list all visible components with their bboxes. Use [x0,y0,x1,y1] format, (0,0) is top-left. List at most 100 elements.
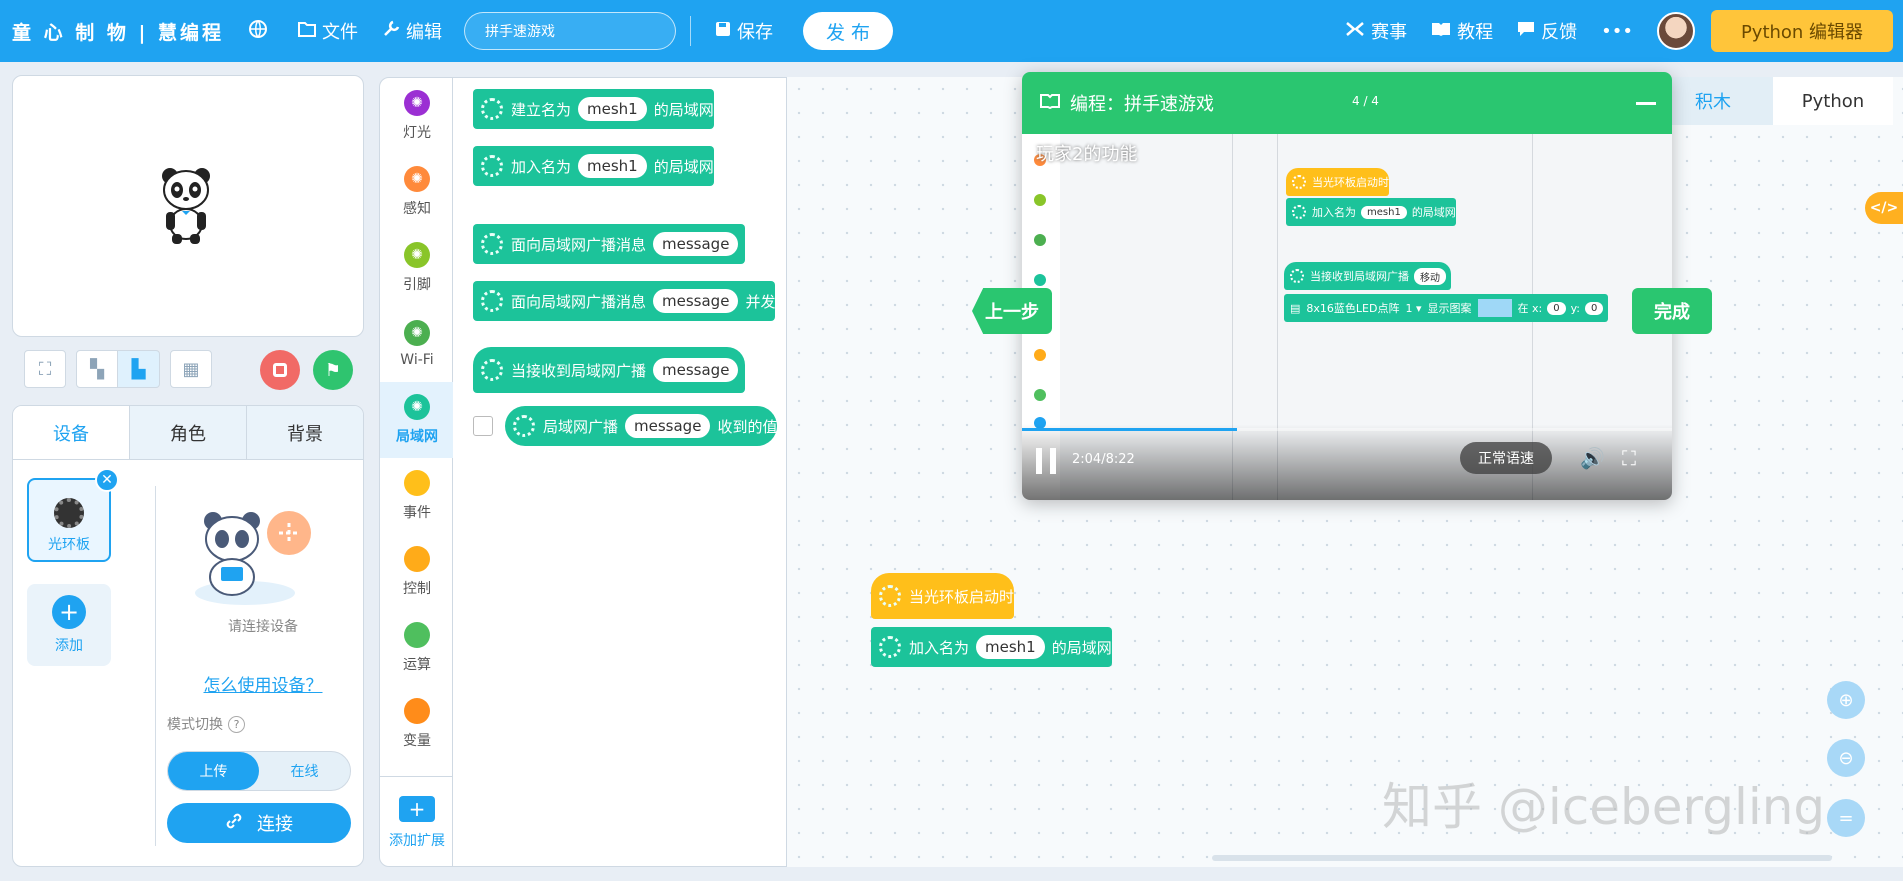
volume-icon[interactable]: 🔊 [1580,446,1605,470]
project-title-input[interactable] [464,12,677,50]
gear-icon [1292,205,1306,219]
previous-step-button[interactable]: 上一步 [972,288,1052,334]
block-when-receive[interactable]: 当接收到局域网广播 message [473,347,746,393]
video-time: 2:04/8:22 [1072,452,1135,467]
reporter-checkbox[interactable] [473,416,493,436]
gear-icon [879,585,901,607]
save-button[interactable]: 保存 [715,18,773,44]
remove-device-button[interactable]: ✕ [95,468,119,492]
block-create-mesh[interactable]: 建立名为 mesh1 的局域网 [473,89,714,129]
panda-sprite[interactable] [158,166,214,250]
feedback-link[interactable]: 反馈 [1517,18,1577,44]
fullscreen-icon[interactable]: ⛶ [1622,446,1636,470]
connect-hint: 请连接设备 [228,619,298,635]
playback-speed-button[interactable]: 正常语速 [1460,442,1552,474]
block-input[interactable]: message [625,414,711,438]
editor-mode-tabs: 积木 Python [1653,77,1893,125]
howto-link[interactable]: 怎么使用设备？ [203,676,323,696]
language-button[interactable] [248,19,274,44]
gear-icon [481,359,503,381]
block-input[interactable]: message [653,358,739,382]
category-mesh-icon: ✺ [404,394,430,420]
tab-blocks[interactable]: 积木 [1653,77,1773,125]
code-view-toggle[interactable]: </> [1865,192,1903,224]
mode-online-option[interactable]: 在线 [290,764,319,780]
video-block-text: 8x16蓝色LED点阵 [1306,302,1400,315]
block-broadcast[interactable]: 面向局域网广播消息 message [473,224,746,264]
tab-backdrops[interactable]: 背景 [287,423,323,445]
video-dot [1034,154,1046,166]
user-avatar[interactable] [1657,12,1695,50]
gear-icon [481,233,503,255]
edit-menu[interactable]: 编辑 [382,18,442,44]
run-button[interactable]: ⚑ [313,350,353,390]
category-events[interactable]: 事件 [380,458,454,534]
more-menu[interactable]: ••• [1601,20,1633,42]
category-lighting[interactable]: ✺ 灯光 [380,78,454,154]
device-panel: 设备 角色 背景 光环板 ✕ + 添加 请连接设备 怎么使用设备？ 模式切换 ?… [12,405,364,867]
grid-button[interactable]: ▦ [170,350,212,388]
python-editor-button[interactable]: Python 编辑器 [1711,10,1893,52]
block-input[interactable]: mesh1 [578,97,647,121]
video-block-receive: 当接收到局域网广播 移动 [1284,262,1451,290]
contest-link[interactable]: 赛事 [1345,18,1407,44]
pause-button[interactable] [1036,448,1056,474]
publish-button[interactable]: 发 布 [803,12,894,50]
block-text: 并发 [745,292,776,311]
zoom-in-button[interactable]: ⊕ [1827,681,1865,719]
tutorial-link[interactable]: 教程 [1431,18,1493,44]
category-pins[interactable]: ✺ 引脚 [380,230,454,306]
horizontal-scrollbar[interactable] [1212,855,1832,861]
category-mesh[interactable]: ✺ 局域网 [380,382,454,458]
category-control[interactable]: 控制 [380,534,454,610]
video-title: 玩家2的功能 [1036,144,1138,165]
video-dot [1034,274,1046,286]
block-join-mesh[interactable]: 加入名为 mesh1 的局域网 [473,146,714,186]
done-button[interactable]: 完成 [1632,288,1712,334]
add-device-button[interactable]: + 添加 [27,584,111,666]
category-operators[interactable]: 运算 [380,610,454,686]
zoom-out-button[interactable]: ⊖ [1827,739,1865,777]
gear-icon [513,415,535,437]
script-join-block[interactable]: 加入名为 mesh1 的局域网 [871,627,1112,667]
category-variables[interactable]: 变量 [380,686,454,762]
help-icon[interactable]: ? [228,715,245,733]
stage-area[interactable] [12,75,364,337]
category-sensing[interactable]: ✺ 感知 [380,154,454,230]
device-card-halocode[interactable]: 光环板 [27,478,111,562]
stop-icon [273,363,287,377]
extension-label: 添加扩展 [389,832,445,849]
tab-sprites[interactable]: 角色 [130,406,247,459]
video-progress-bar[interactable] [1022,428,1672,431]
book-icon [1040,93,1060,114]
toolbar-divider [690,16,692,46]
zoom-reset-button[interactable]: = [1827,799,1865,837]
connect-button[interactable]: 连接 [167,803,351,843]
block-broadcast-wait[interactable]: 面向局域网广播消息 message 并发 [473,281,776,321]
block-input[interactable]: message [653,232,739,256]
block-input[interactable]: message [653,289,739,313]
tab-devices[interactable]: 设备 [13,406,130,459]
script-hat-block[interactable]: 当光环板启动时 [871,573,1015,619]
category-wifi[interactable]: ✺ Wi-Fi [380,306,454,382]
video-block-join: 加入名为 mesh1 的局域网 [1286,198,1456,226]
small-stage-button[interactable]: ▚ [76,350,118,388]
add-extension-button[interactable]: + 添加扩展 [380,776,454,868]
mode-upload-option[interactable]: 上传 [168,752,259,790]
video-block-text: 当光环板启动时 [1312,176,1389,189]
file-menu[interactable]: 文件 [298,18,358,44]
minimize-button[interactable] [1636,102,1656,105]
fullscreen-button[interactable]: ⛶ [24,350,66,388]
stop-button[interactable] [260,350,300,390]
block-input[interactable]: mesh1 [578,154,647,178]
tab-python[interactable]: Python [1773,77,1893,125]
video-block-text: 加入名为 [1312,206,1356,219]
large-stage-button[interactable]: ▙ [118,350,160,388]
block-input[interactable]: mesh1 [976,635,1045,659]
block-text: 的局域网 [653,157,714,176]
video-block-text: 的局域网 [1411,206,1456,219]
block-received-value[interactable]: 局域网广播 message 收到的值 [505,406,778,446]
tutorial-video[interactable]: 玩家2的功能 当光环板启动时 加入名为 mesh1 的局域网 当接收到局域网广播… [1022,134,1672,500]
small-layout-icon: ▚ [90,358,104,380]
tutorial-title: 编程：拼手速游戏 [1070,94,1214,115]
